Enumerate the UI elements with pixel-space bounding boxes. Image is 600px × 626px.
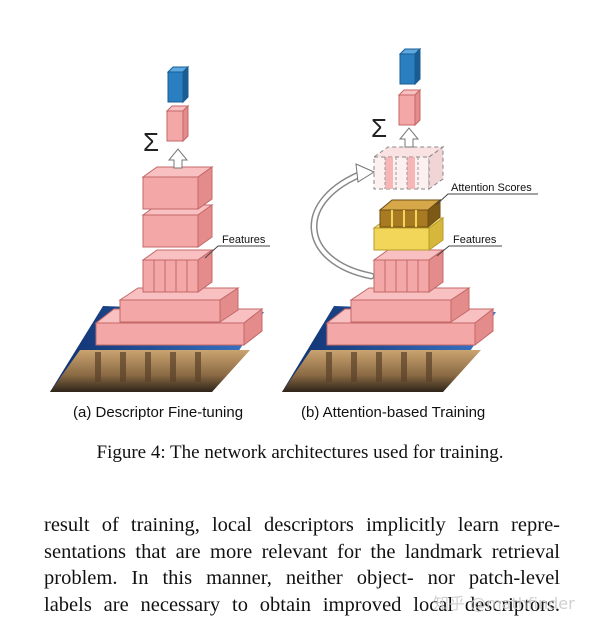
- pooled-vector-b: [397, 88, 422, 127]
- weighted-features-block-b: [372, 146, 445, 190]
- features-label-b: Features: [453, 234, 497, 246]
- fc-block-2-a: [141, 166, 214, 210]
- body-line: labels are necessary to obtain improved …: [44, 593, 560, 616]
- features-block-b: [372, 249, 445, 293]
- sum-symbol-b: Σ: [371, 113, 387, 143]
- up-arrow-a: [167, 148, 189, 169]
- attention-scores-label-b: Attention Scores: [451, 182, 532, 194]
- features-block-a: [141, 249, 214, 293]
- features-pointer-a: [204, 245, 270, 259]
- body-line: result of training, local descriptors im…: [44, 514, 560, 536]
- figure-caption: Figure 4: The network architectures used…: [96, 442, 504, 463]
- body-paragraph: result of training, local descriptors im…: [44, 512, 560, 618]
- attention-scores-block-b: [378, 198, 442, 229]
- curved-arrow-b: [310, 168, 375, 280]
- figure-4-diagram: Σ Features: [50, 47, 538, 392]
- subcaption-a: (a) Descriptor Fine-tuning: [73, 404, 244, 421]
- conv-layer-2-a: [118, 287, 240, 323]
- conv-layer-2-b: [349, 287, 471, 323]
- up-arrow-b: [398, 127, 420, 148]
- panel-b: Σ Attention Scores Features: [282, 47, 538, 392]
- subcaption-b: (b) Attention-based Training: [301, 404, 486, 421]
- sum-symbol-a: Σ: [143, 127, 159, 157]
- body-line: problem. In this manner, neither object-…: [44, 567, 560, 589]
- pooled-vector-a: [165, 104, 190, 143]
- watermark: 知乎 @mathfinder: [433, 594, 575, 613]
- body-line: sentations that are more relevant for th…: [44, 540, 560, 563]
- attention-scores-pointer-b: [435, 193, 538, 206]
- features-pointer-b: [436, 245, 502, 257]
- curved-arrow-head-b: [355, 163, 376, 183]
- descriptor-vector-a: [166, 65, 190, 104]
- fc-block-1-a: [141, 204, 214, 248]
- features-label-a: Features: [222, 234, 266, 246]
- descriptor-vector-b: [398, 47, 422, 86]
- panel-a: Σ Features: [50, 65, 270, 392]
